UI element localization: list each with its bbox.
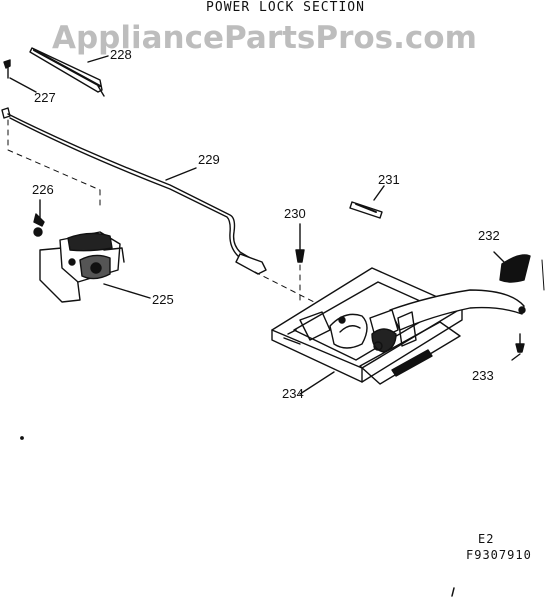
callout-228: 228 bbox=[110, 47, 132, 62]
callout-227: 227 bbox=[34, 90, 56, 105]
stray-mark bbox=[20, 436, 24, 440]
leader-225 bbox=[103, 283, 151, 299]
edge-mark bbox=[541, 259, 545, 291]
leader-228 bbox=[87, 55, 109, 63]
part-226-screw bbox=[33, 199, 45, 237]
edge-mark-bottom bbox=[451, 587, 455, 597]
leader-229 bbox=[165, 167, 197, 181]
leader-234 bbox=[299, 371, 335, 395]
part-229-rod bbox=[1, 107, 267, 275]
part-225-motor bbox=[39, 231, 125, 303]
part-230-screw bbox=[295, 223, 305, 263]
watermark: AppliancePartsPros.com bbox=[52, 20, 477, 56]
footer-revision: E2 bbox=[478, 532, 495, 546]
callout-234: 234 bbox=[282, 386, 304, 401]
callout-225: 225 bbox=[152, 292, 174, 307]
callout-231: 231 bbox=[378, 172, 400, 187]
part-231-pin bbox=[349, 201, 383, 219]
part-227-screw bbox=[3, 59, 11, 79]
part-232-cap bbox=[493, 251, 531, 283]
diagram-title: POWER LOCK SECTION bbox=[206, 0, 365, 15]
part-234-bracket bbox=[271, 267, 526, 385]
part-228-rod bbox=[29, 47, 105, 97]
alignment-lines bbox=[7, 119, 321, 306]
leader-227 bbox=[9, 77, 37, 93]
callout-229: 229 bbox=[198, 152, 220, 167]
part-233-screw bbox=[515, 333, 525, 353]
leader-233 bbox=[511, 353, 521, 361]
leader-231 bbox=[373, 185, 385, 201]
callout-233: 233 bbox=[472, 368, 494, 383]
callout-230: 230 bbox=[284, 206, 306, 221]
callout-226: 226 bbox=[32, 182, 54, 197]
callout-232: 232 bbox=[478, 228, 500, 243]
footer-drawing-number: F9307910 bbox=[466, 548, 532, 562]
